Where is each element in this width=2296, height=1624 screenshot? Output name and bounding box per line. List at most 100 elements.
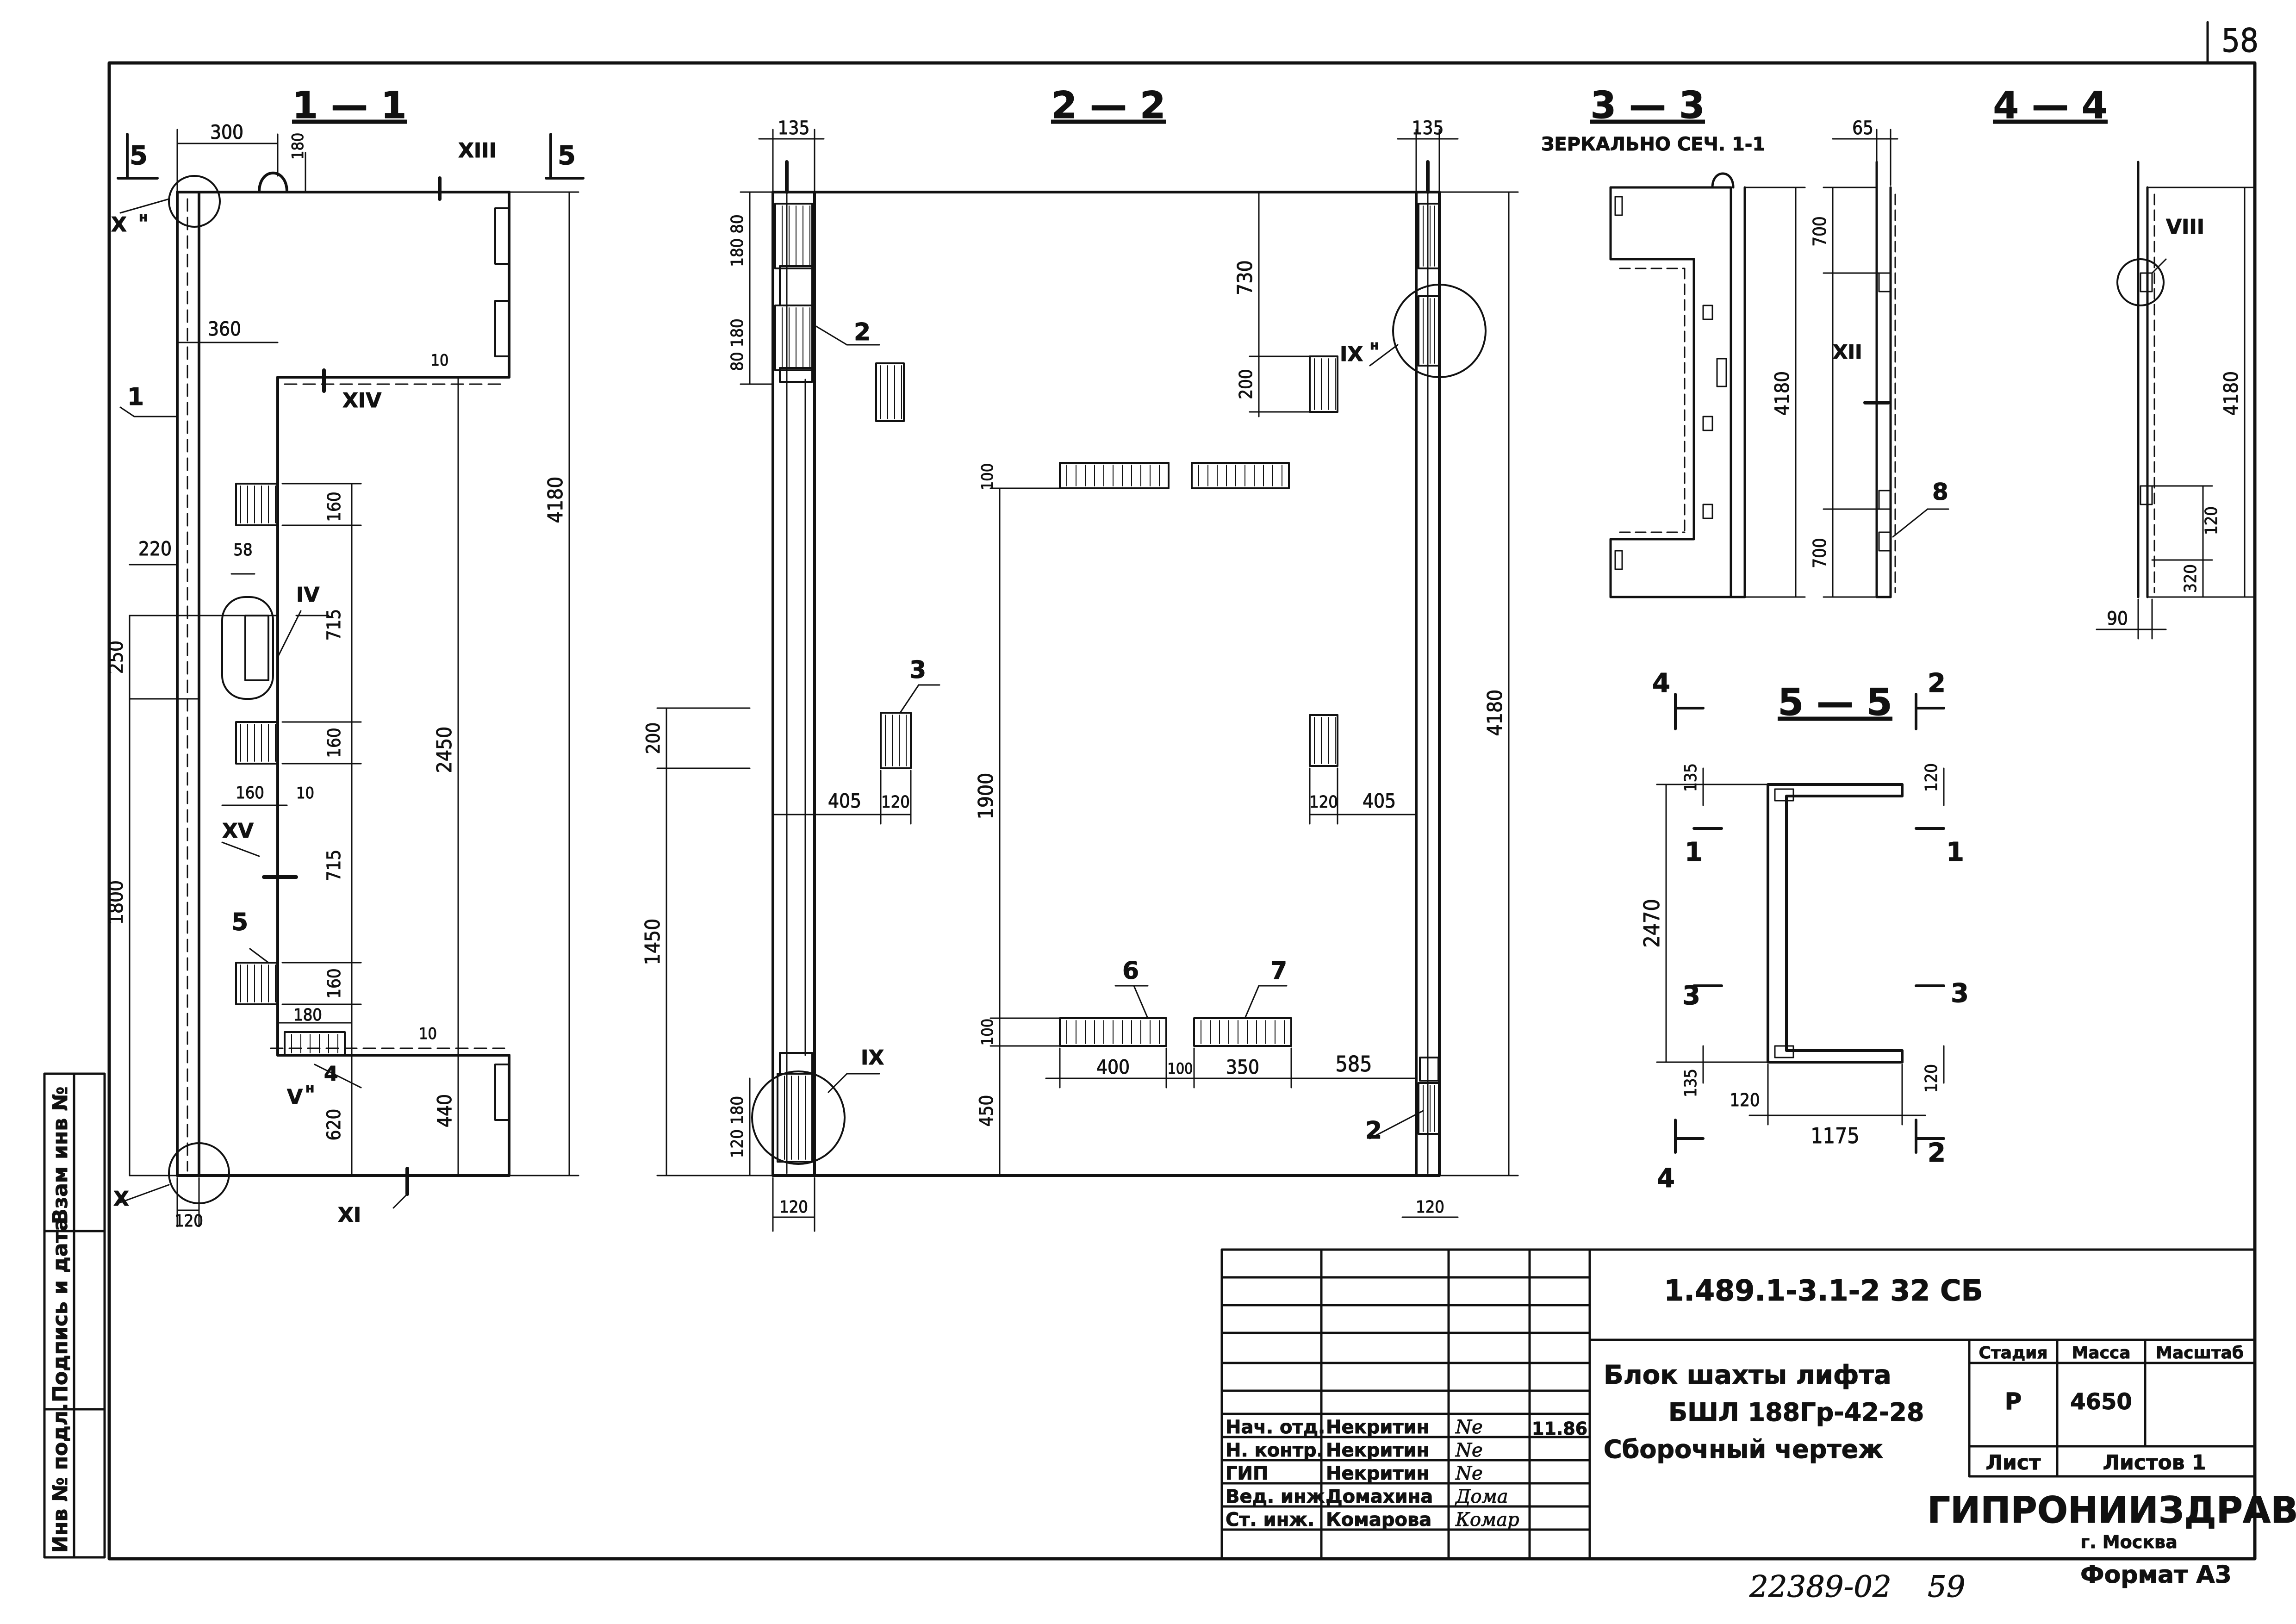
dim-1900: 1900 (974, 773, 998, 820)
role-norm-control: Н. контр. (1226, 1440, 1324, 1461)
cut-5-arrows (117, 133, 585, 180)
dim-10-mid: 10 (296, 784, 314, 803)
dim-120-5-5-bottom: 120 (1922, 1064, 1941, 1093)
panel-2-2-inner-lines (786, 193, 1429, 1174)
role-head-dept: Нач. отд. (1226, 1417, 1325, 1438)
dim-2470: 2470 (1639, 899, 1664, 947)
callout-viii: VIII (2166, 215, 2204, 239)
embedded-rects-2-2 (875, 355, 1338, 1047)
callout-6: 6 (1122, 957, 1139, 985)
callout-2-bottom: 2 (1365, 1117, 1382, 1145)
leaders-4-4 (1892, 258, 2167, 538)
dim-200-top-right: 200 (1236, 369, 1256, 399)
signature-norm-control: Ne (1455, 1440, 1483, 1461)
section-2-2 (656, 129, 1519, 1232)
dim-4180-3-3: 4180 (1771, 371, 1793, 416)
dim-320: 320 (2181, 564, 2200, 593)
dim-120-2-2-right: 120 (1309, 793, 1338, 812)
role-chief-engineer: ГИП (1226, 1463, 1268, 1484)
document-code: 1.489.1-3.1-2 32 СБ (1664, 1274, 1983, 1307)
dim-160-c: 160 (236, 784, 264, 803)
detail-circle-ix-n (1392, 284, 1487, 378)
dim-135-right: 135 (1412, 118, 1444, 139)
dim-1800: 1800 (105, 880, 127, 925)
name-lead-engineer: Домахина (1326, 1486, 1433, 1507)
callout-8: 8 (1932, 479, 1948, 505)
dim-100-bottom: 100 (978, 1019, 997, 1045)
archive-number: 22389-02 (1749, 1570, 1892, 1604)
dim-58: 58 (233, 541, 252, 560)
dim-80-180: 80 180 (728, 318, 747, 371)
dim-620: 620 (324, 1109, 345, 1141)
mass-value: 4650 (2070, 1389, 2132, 1415)
lifting-loop (258, 171, 288, 193)
callout-xii: XII (1833, 341, 1862, 363)
dimension-lines-1-1 (129, 129, 579, 1227)
dim-585: 585 (1336, 1052, 1372, 1076)
title-line-3: Сборочный чертеж (1604, 1435, 1883, 1464)
dim-135-bottom: 135 (1681, 1069, 1700, 1097)
cut-mark-1-left: 1 (1685, 837, 1703, 867)
dim-180-80: 180 80 (728, 214, 747, 267)
dim-730: 730 (1233, 260, 1257, 295)
panel-1-1-hidden-lines (187, 198, 505, 1172)
superscript-n-top: н (139, 209, 148, 224)
organization-city: г. Москва (2080, 1532, 2177, 1552)
title-line-2: БШЛ 188Гр-42-28 (1668, 1398, 1924, 1427)
dim-180-bottom: 180 (293, 1006, 322, 1025)
sheet-frame (107, 61, 2257, 1561)
section-3-3 (1609, 172, 1806, 598)
title-block (1220, 1248, 2256, 1560)
embedded-plates-1-1 (221, 207, 510, 1121)
signature-head-dept: Ne (1455, 1417, 1483, 1438)
section-title-1-1: 1 — 1 (292, 84, 406, 127)
dim-405-right: 405 (1363, 790, 1396, 812)
dim-715-b: 715 (324, 850, 345, 882)
plates-2-2-right (1418, 203, 1440, 1135)
page-number: 59 (1928, 1570, 1965, 1604)
lifting-loop-3-3 (1711, 172, 1735, 189)
role-senior-engineer: Ст. инж. (1226, 1509, 1314, 1531)
callout-2-top: 2 (854, 318, 871, 346)
stamp-signature-date-label: Подпись и дата (49, 1217, 72, 1402)
format-label: Формат А3 (2080, 1561, 2232, 1589)
dim-405-left: 405 (828, 790, 861, 812)
panel-3-3-outline (1609, 186, 1746, 598)
dim-135-left: 135 (778, 118, 810, 139)
callout-iv: IV (296, 583, 319, 607)
dim-120-1-1: 120 (174, 1212, 203, 1231)
dim-4180-4-4: 4180 (2220, 371, 2242, 416)
dim-100-top: 100 (978, 463, 997, 490)
dim-100-gap: 100 (1168, 1060, 1193, 1077)
dim-3-3 (1744, 187, 1806, 598)
sheet-number: 58 (2221, 22, 2259, 60)
name-senior-engineer: Комарова (1326, 1509, 1431, 1531)
dimension-lines-2-2 (656, 129, 1519, 1232)
callout-xi: XI (338, 1203, 361, 1227)
markers-2-2 (785, 160, 1430, 194)
section-title-3-3: 3 — 3 (1590, 84, 1705, 127)
cut-mark-1-right: 1 (1946, 837, 1964, 867)
callout-4: 4 (324, 1062, 338, 1086)
detail-circle-ix (751, 1070, 846, 1165)
dim-360: 360 (208, 317, 241, 340)
section-3-3-note: ЗЕРКАЛЬНО СЕЧ. 1-1 (1541, 134, 1765, 155)
name-head-dept: Некритин (1326, 1417, 1429, 1438)
dim-90: 90 (2107, 608, 2128, 629)
scale-label: Масштаб (2156, 1344, 2244, 1363)
dim-120-2-2-right-bottom: 120 (1416, 1198, 1444, 1217)
dim-450: 450 (976, 1095, 997, 1127)
dim-300: 300 (210, 121, 243, 143)
plates-2-2-left (774, 203, 813, 1163)
name-norm-control: Некритин (1326, 1440, 1429, 1461)
dim-1450: 1450 (641, 919, 665, 965)
callout-xiv: XIV (342, 389, 381, 412)
callout-ix: IX (861, 1046, 884, 1070)
cut-mark-4-top: 4 (1652, 668, 1670, 698)
dim-120-5-5-top: 120 (1922, 763, 1941, 792)
dim-160-b: 160 (324, 728, 344, 758)
dim-200-2-2: 200 (643, 722, 664, 754)
panel-2-2-outline (772, 191, 1441, 1177)
dim-160-a: 160 (324, 492, 344, 522)
